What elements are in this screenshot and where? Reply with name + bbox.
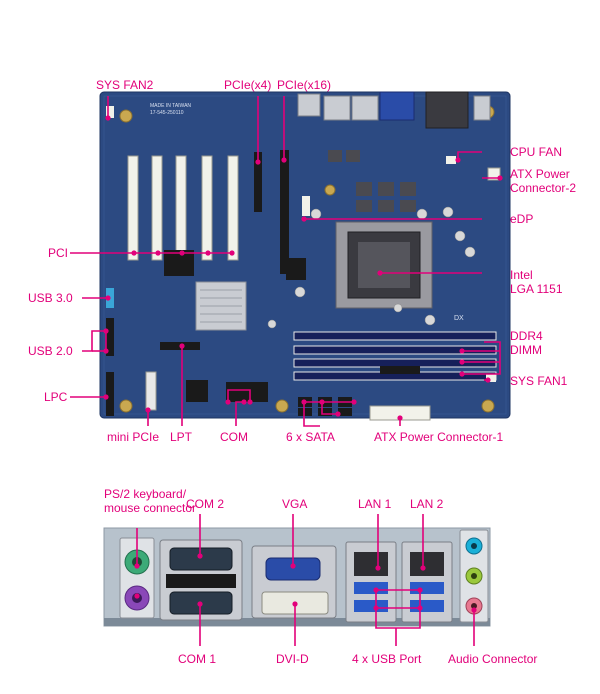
label-mini-pcie: mini PCIe — [107, 430, 160, 444]
label-com2: COM 2 — [186, 497, 225, 511]
label-lan1: LAN 1 — [358, 497, 392, 511]
label-usb30: USB 3.0 — [28, 291, 73, 305]
video-ports — [251, 545, 337, 619]
top-callouts — [70, 96, 501, 427]
label-pcie-x4: PCIe(x4) — [224, 78, 272, 92]
label-usb-port: 4 x USB Port — [352, 652, 422, 666]
label-lpc: LPC — [44, 390, 68, 404]
label-atx-power-2-line2: Connector-2 — [510, 181, 577, 195]
bottom-callout-dots — [134, 553, 477, 613]
cpu-socket — [335, 221, 433, 309]
mini-pcie-slot — [145, 371, 157, 411]
label-sata: 6 x SATA — [286, 430, 335, 444]
label-edp: eDP — [510, 212, 534, 226]
label-intel-line2: LGA 1151 — [510, 282, 563, 296]
label-cpu-fan: CPU FAN — [510, 145, 563, 159]
label-com: COM — [220, 430, 248, 444]
bottom-callouts — [136, 514, 475, 646]
top-callout-dots — [103, 115, 503, 421]
silkscreen-dx: DX — [454, 315, 464, 322]
usb20-header — [106, 318, 114, 356]
label-ddr4-line2: DIMM — [510, 343, 542, 357]
sys-fan2-header — [106, 106, 114, 118]
atx-power-connector-2 — [487, 167, 501, 181]
label-dvid: DVI-D — [276, 652, 309, 666]
edp-header — [302, 196, 310, 216]
label-com1: COM 1 — [178, 652, 217, 666]
pcie-x4-slot — [254, 152, 262, 212]
com-headers — [226, 382, 268, 402]
label-vga: VGA — [282, 497, 308, 511]
label-lan2: LAN 2 — [410, 497, 444, 511]
audio-jacks — [459, 529, 489, 623]
label-usb20: USB 2.0 — [28, 344, 73, 358]
silkscreen-part-no: 17-545-250110 — [150, 110, 184, 116]
com-ports — [159, 539, 243, 621]
sys-fan1-header — [486, 374, 496, 382]
sata-connectors — [298, 397, 352, 416]
rear-io-panel — [103, 527, 491, 627]
mounting-holes — [119, 105, 495, 413]
pcie-x16-slot — [280, 150, 289, 274]
label-lpt: LPT — [170, 430, 193, 444]
motherboard-top-view: MADE IN TAIWAN 17-545-250110 DX — [99, 91, 511, 421]
cpu-fan-header — [446, 156, 456, 164]
label-atx-power-2-line1: ATX Power — [510, 167, 570, 181]
pci-slots — [127, 155, 239, 261]
label-sys-fan1: SYS FAN1 — [510, 374, 568, 388]
label-pci: PCI — [48, 246, 69, 260]
label-ps2-line2: mouse connector — [104, 501, 197, 515]
label-intel-line1: Intel — [510, 268, 533, 282]
label-ddr4-line1: DDR4 — [510, 329, 543, 343]
label-ps2-line1: PS/2 keyboard/ — [104, 487, 187, 501]
silkscreen-made-in: MADE IN TAIWAN — [150, 103, 191, 109]
label-sys-fan2: SYS FAN2 — [96, 78, 154, 92]
rear-io-cluster — [297, 91, 491, 129]
chipset-heatsink — [195, 281, 247, 331]
label-audio: Audio Connector — [448, 652, 538, 666]
label-atx-power-1: ATX Power Connector-1 — [374, 430, 504, 444]
label-pcie-x16: PCIe(x16) — [277, 78, 332, 92]
lpc-header — [106, 372, 114, 416]
